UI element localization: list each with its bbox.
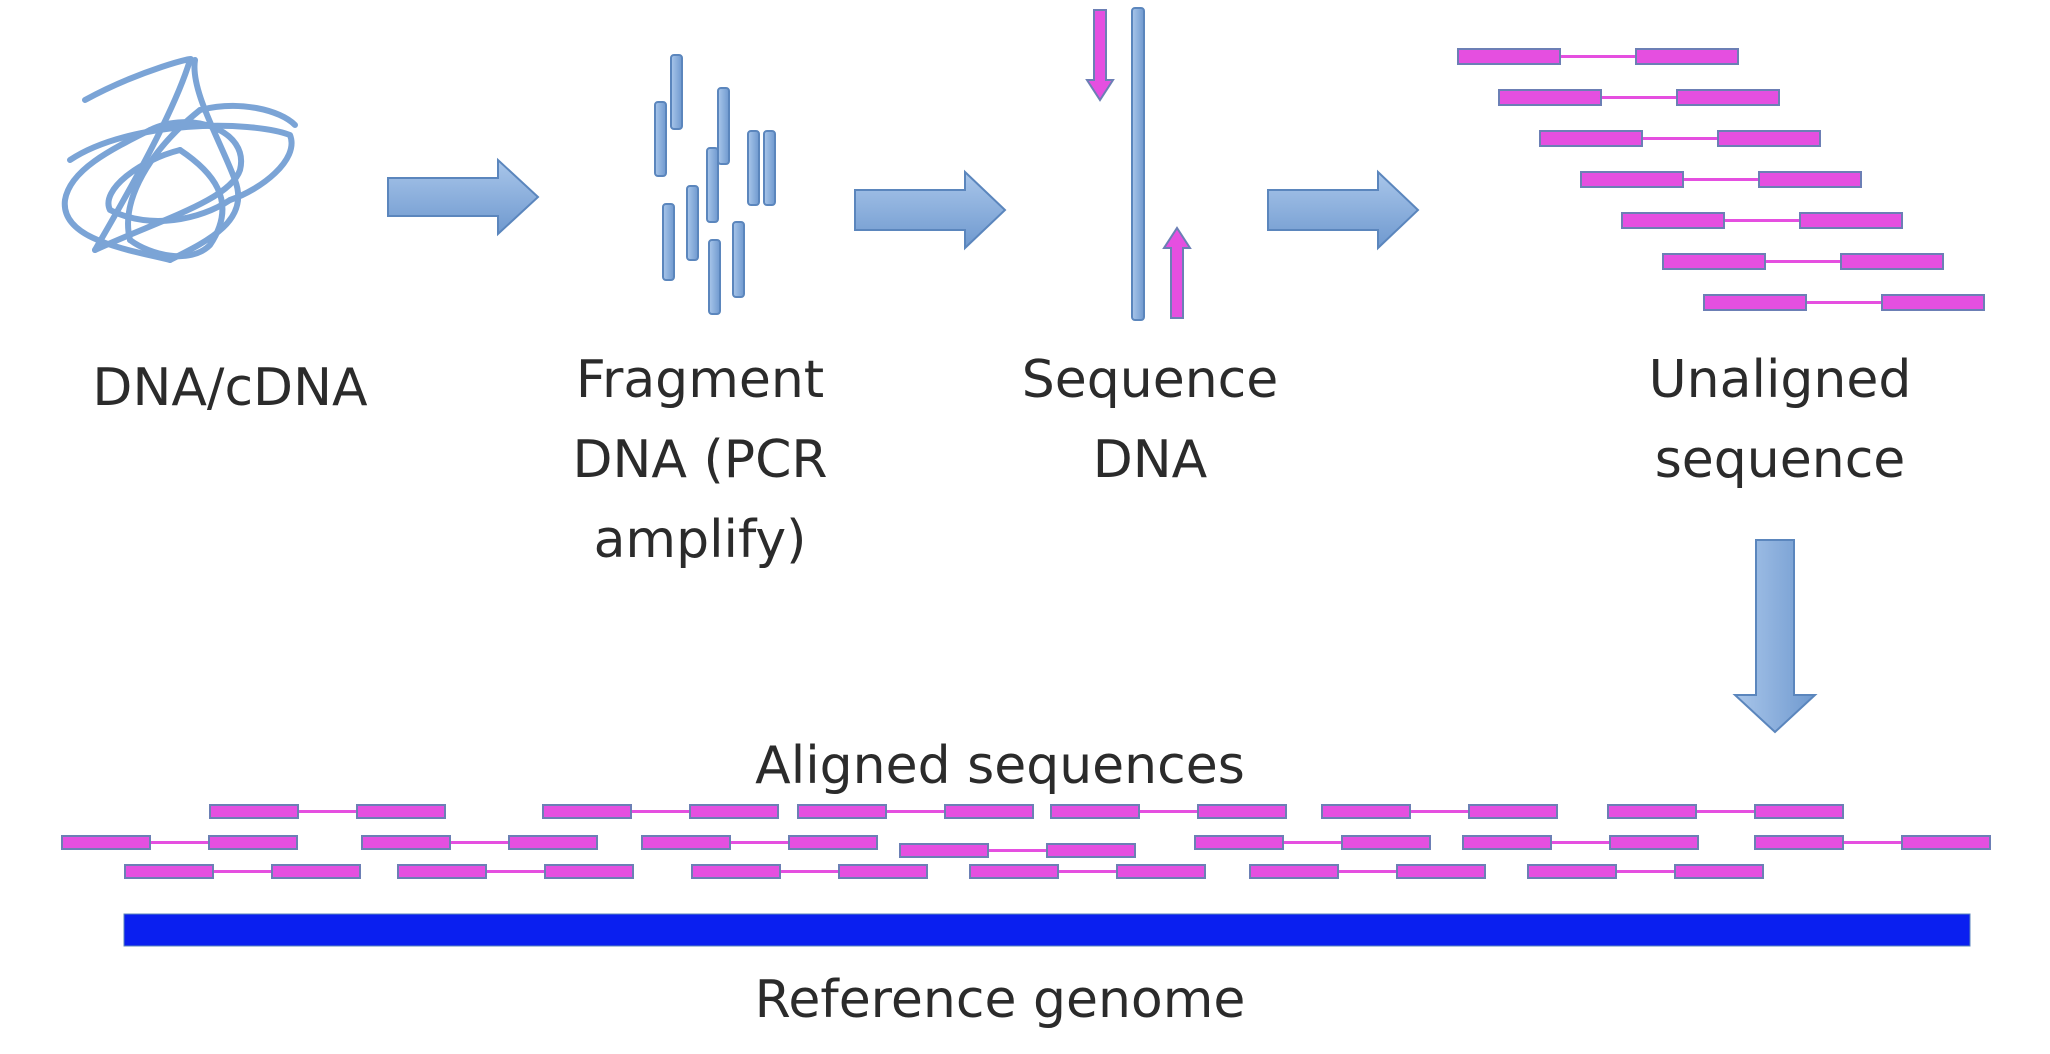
paired-read bbox=[124, 864, 361, 879]
paired-read bbox=[1050, 804, 1287, 819]
dna-fragments-icon bbox=[654, 54, 776, 315]
tangled-dna-icon bbox=[61, 56, 298, 263]
down-arrow-icon bbox=[1732, 539, 1818, 734]
paired-read bbox=[1462, 835, 1699, 850]
dna-label: DNA/cDNA bbox=[92, 358, 368, 418]
reference-label: Reference genome bbox=[754, 970, 1246, 1030]
paired-read bbox=[61, 835, 298, 850]
paired-read bbox=[209, 804, 446, 819]
paired-read bbox=[691, 864, 928, 879]
paired-read bbox=[1457, 48, 1739, 65]
paired-read bbox=[1527, 864, 1764, 879]
paired-read bbox=[1662, 253, 1944, 270]
paired-read bbox=[1621, 212, 1903, 229]
paired-read bbox=[641, 835, 878, 850]
sequence-label: Sequence DNA bbox=[1021, 350, 1279, 490]
paired-read bbox=[1498, 89, 1780, 106]
unaligned-reads bbox=[1457, 48, 1985, 311]
paired-read bbox=[1321, 804, 1558, 819]
paired-read bbox=[1754, 835, 1991, 850]
paired-read bbox=[1703, 294, 1985, 311]
unaligned-label: Unaligned sequence bbox=[1648, 350, 1912, 490]
paired-read bbox=[899, 843, 1136, 858]
paired-read bbox=[361, 835, 598, 850]
right-arrow-icon bbox=[1267, 169, 1420, 251]
paired-read bbox=[397, 864, 634, 879]
paired-read bbox=[1194, 835, 1431, 850]
paired-read bbox=[542, 804, 779, 819]
fragment-label: Fragment DNA (PCR amplify) bbox=[572, 350, 828, 570]
paired-read bbox=[1539, 130, 1821, 147]
sequencing-icon bbox=[1085, 7, 1192, 321]
right-arrow-icon bbox=[387, 157, 540, 237]
right-arrow-icon bbox=[854, 169, 1007, 251]
paired-read bbox=[797, 804, 1034, 819]
paired-read bbox=[1249, 864, 1486, 879]
paired-read bbox=[1580, 171, 1862, 188]
aligned-reads bbox=[61, 804, 1991, 879]
paired-read bbox=[969, 864, 1206, 879]
paired-read bbox=[1607, 804, 1844, 819]
reference-genome-bar bbox=[123, 913, 1971, 947]
aligned-label: Aligned sequences bbox=[755, 736, 1245, 796]
